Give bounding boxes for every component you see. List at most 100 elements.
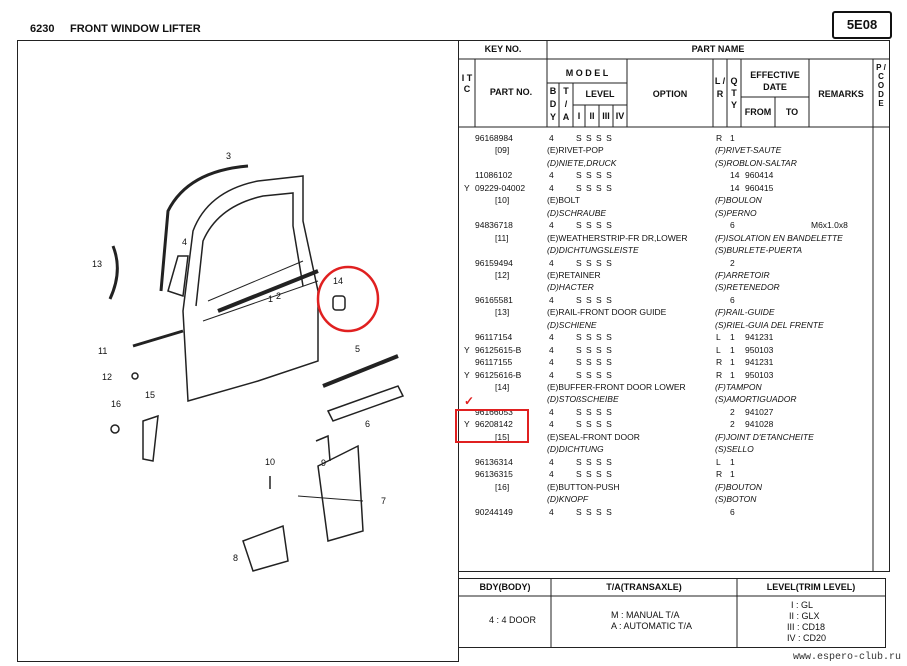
lr-cell: L [716, 456, 721, 467]
table-row: [10](E)BOLT(F)BOULON [459, 195, 873, 207]
col-bdy: B D Y [549, 86, 557, 122]
level-cell: S S S S [576, 133, 613, 143]
bdy-cell: 4 [549, 257, 554, 268]
col-model: M O D E L [565, 68, 609, 78]
col-to: TO [785, 107, 799, 117]
name-english-cell: (E)WEATHERSTRIP-FR DR,LOWER [547, 232, 688, 243]
qty-cell: 6 [730, 294, 735, 305]
name-german-cell: (D)HACTER [547, 282, 594, 293]
legend-ta-automatic: A : AUTOMATIC T/A [611, 621, 693, 631]
qty-cell: 14 [730, 182, 740, 193]
buffer-14 [332, 295, 346, 311]
door-diagram-svg [108, 164, 405, 572]
part-no-cell: 96168984 [475, 133, 513, 143]
name-spanish-cell: (S)RIEL-GUIA DEL FRENTE [715, 319, 824, 330]
part-no-cell: 96208142 [475, 419, 513, 430]
callout-9: 9 [321, 458, 327, 468]
name-english-cell: (E)SEAL-FRONT DOOR [547, 431, 640, 442]
part-no-cell: 96125616-B [475, 369, 522, 380]
name-german-cell: (D)DICHTUNGSLEISTE [547, 245, 639, 256]
part-no-cell: 96159494 [475, 257, 513, 268]
part-no-cell: 96165581 [475, 294, 513, 305]
level-cell: S S S S [576, 419, 613, 430]
highlight-box-14-parts [455, 409, 529, 443]
callout-4: 4 [182, 237, 188, 247]
col-part-no: PART NO. [489, 87, 533, 97]
from-date-cell: 941027 [745, 406, 774, 417]
table-row: [16](E)BUTTON-PUSH(F)BOUTON [459, 482, 873, 494]
name-french-cell: (F)ARRETOIR [715, 269, 770, 280]
bdy-cell: 4 [549, 369, 554, 380]
level-cell: S S S S [576, 332, 613, 343]
bdy-cell: 4 [549, 506, 554, 517]
level-cell: S S S S [576, 220, 613, 231]
col-itc: I T C [461, 73, 473, 94]
key-no-cell: [15] [495, 431, 510, 442]
qty-cell: 2 [730, 419, 735, 430]
name-english-cell: (E)BUFFER-FRONT DOOR LOWER [547, 382, 686, 392]
qty-cell: 1 [730, 456, 735, 467]
itc-cell: Y [464, 369, 470, 380]
remarks-cell: M6x1.0x8 [811, 220, 848, 231]
qty-cell: 6 [730, 506, 735, 517]
page-code: 5E08 [832, 11, 892, 39]
highlight-circle-14 [316, 265, 380, 333]
itc-cell: Y [464, 419, 470, 430]
name-spanish-cell: (S)SELLO [715, 444, 754, 455]
name-french-cell: (F)BOULON [715, 195, 762, 206]
table-row: (D)KNOPF(S)BOTON [459, 494, 873, 506]
bdy-cell: 4 [549, 294, 554, 305]
table-row: [12](E)RETAINER(F)ARRETOIR [459, 270, 873, 282]
table-row: [09](E)RIVET-POP(F)RIVET-SAUTE [459, 145, 873, 157]
lr-cell: L [716, 332, 721, 343]
callout-5: 5 [355, 344, 361, 354]
lr-cell: R [716, 133, 723, 143]
name-english-cell: (E)RETAINER [547, 269, 601, 280]
level-cell: S S S S [576, 456, 613, 467]
callout-11: 11 [98, 346, 108, 356]
name-english-cell: (E)RIVET-POP [547, 145, 604, 156]
name-french-cell: (F)BOUTON [715, 481, 763, 492]
from-date-cell: 941231 [745, 357, 774, 368]
legend-ta-manual: M : MANUAL T/A [611, 610, 680, 620]
bdy-cell: 4 [549, 133, 554, 143]
col-option: OPTION [652, 89, 688, 99]
bdy-cell: 4 [549, 419, 554, 430]
level-cell: S S S S [576, 369, 613, 380]
col-level-i: I [577, 111, 581, 121]
name-english-cell: (E)BOLT [547, 195, 580, 206]
legend-bdy-head: BDY(BODY) [479, 582, 531, 592]
col-level-ii: II [589, 111, 595, 121]
bdy-cell: 4 [549, 406, 554, 417]
legend-table: BDY(BODY) T/A(TRANSAXLE) LEVEL(TRIM LEVE… [458, 578, 886, 648]
part-no-cell: 96136314 [475, 456, 513, 467]
bdy-cell: 4 [549, 469, 554, 480]
col-level: LEVEL [585, 89, 615, 99]
qty-cell: 1 [730, 344, 735, 355]
page-title: FRONT WINDOW LIFTER [70, 23, 201, 35]
level-cell: S S S S [576, 406, 613, 417]
callout-8: 8 [233, 553, 239, 563]
name-german-cell: (D)KNOPF [547, 494, 589, 505]
button-16 [110, 424, 120, 434]
col-pcode: P / C O D E [876, 63, 886, 108]
col-ta: T / A [562, 86, 570, 122]
rail-13 [108, 245, 119, 300]
level-cell: S S S S [576, 344, 613, 355]
key-no-cell: [16] [495, 481, 510, 492]
col-lr: L / R [714, 76, 726, 99]
level-cell: S S S S [576, 506, 613, 517]
callout-3: 3 [226, 151, 232, 161]
col-key-no: KEY NO. [484, 44, 522, 54]
qty-cell: 1 [730, 133, 735, 143]
col-effective-date: EFFECTIVE DATE [750, 70, 800, 92]
part-no-cell: 96136315 [475, 469, 513, 480]
col-part-name: PART NAME [691, 44, 745, 54]
